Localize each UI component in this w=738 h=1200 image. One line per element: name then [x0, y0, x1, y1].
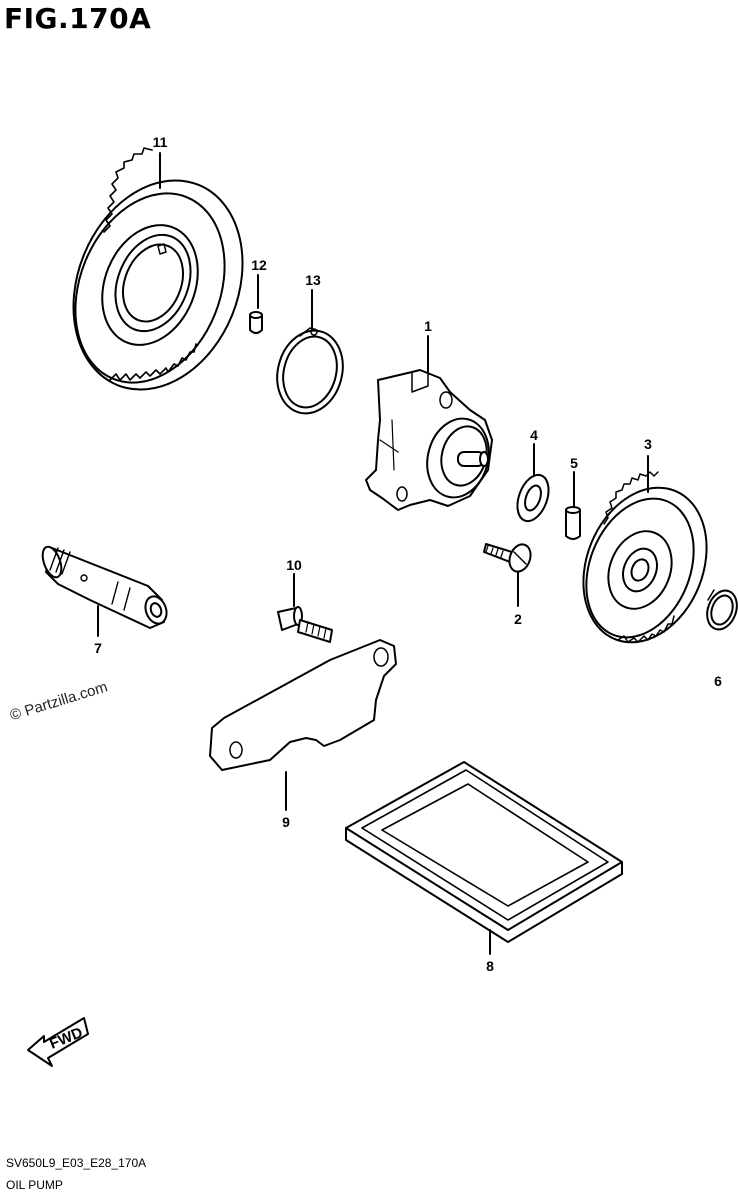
callout-3: 3: [644, 436, 652, 452]
callout-11: 11: [152, 134, 168, 150]
fwd-arrow-icon: FWD: [27, 1017, 89, 1067]
part-2-screw[interactable]: [483, 541, 534, 574]
figure-name: OIL PUMP: [6, 1178, 63, 1192]
part-10-bolt[interactable]: [277, 606, 333, 643]
part-1-oil-pump-body[interactable]: [365, 369, 497, 511]
part-5-dowel-pin[interactable]: [565, 506, 581, 540]
figure-code: SV650L9_E03_E28_170A: [6, 1156, 147, 1170]
figure-title: FIG.170A: [4, 2, 152, 35]
callout-12: 12: [251, 257, 267, 273]
callout-1: 1: [424, 318, 432, 334]
callout-4: 4: [530, 427, 538, 443]
callout-6: 6: [714, 673, 722, 689]
callout-10: 10: [286, 557, 302, 573]
part-13-circlip[interactable]: [268, 323, 352, 421]
fwd-label: FWD: [47, 1024, 85, 1053]
part-3-small-gear[interactable]: [561, 469, 728, 661]
part-4-washer[interactable]: [512, 471, 555, 526]
callout-9: 9: [282, 814, 290, 830]
callout-5: 5: [570, 455, 578, 471]
part-9-gasket-plate[interactable]: [209, 639, 397, 771]
callout-13: 13: [305, 272, 321, 288]
part-8-oil-strainer[interactable]: [345, 761, 623, 943]
callout-7: 7: [94, 640, 102, 656]
part-12-dowel-pin[interactable]: [249, 311, 263, 334]
callout-2: 2: [514, 611, 522, 627]
part-6-circlip[interactable]: [702, 586, 738, 633]
part-11-large-gear[interactable]: [43, 147, 272, 415]
part-7-relief-valve[interactable]: [39, 544, 170, 629]
callout-8: 8: [486, 958, 494, 974]
